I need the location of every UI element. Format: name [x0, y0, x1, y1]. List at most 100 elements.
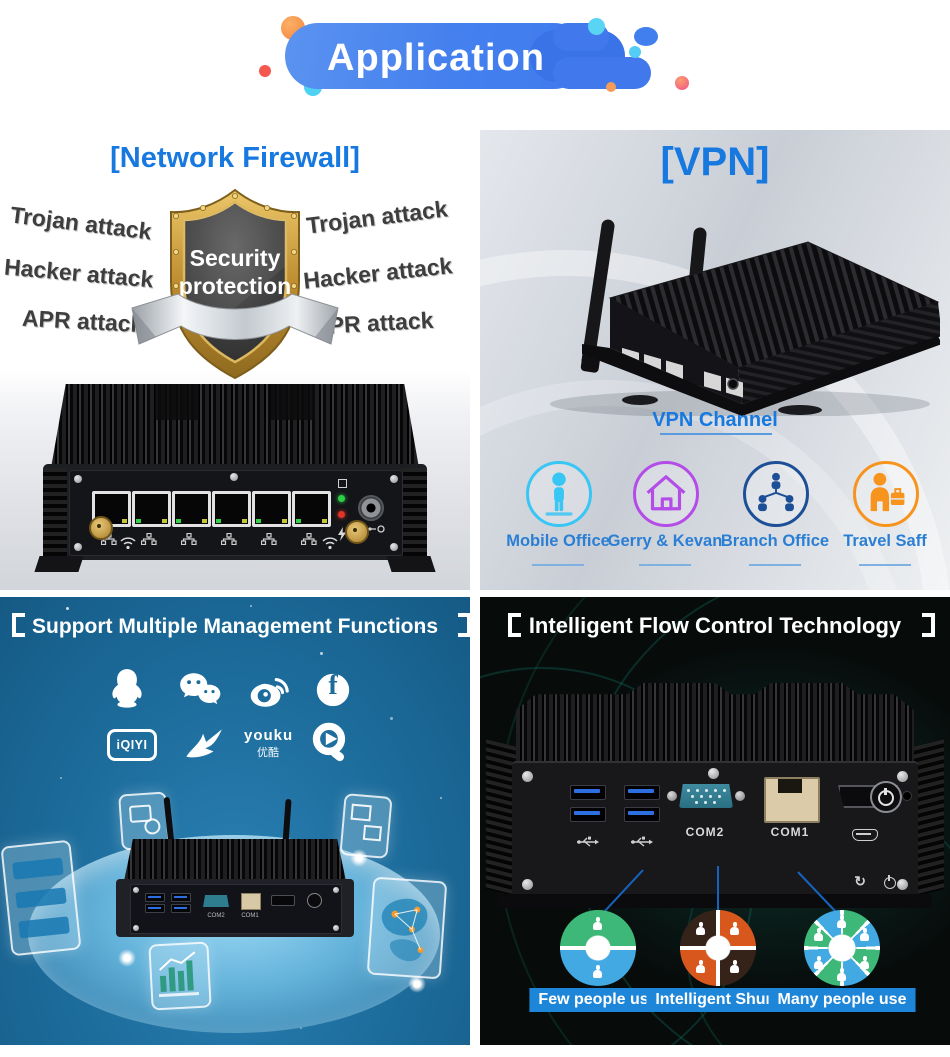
qq-icon [103, 666, 151, 714]
quadrant-network-firewall: [Network Firewall] Trojan attack Hacker … [0, 130, 470, 590]
ethernet-port [764, 777, 820, 823]
quadrant-vpn: [VPN] [480, 130, 950, 590]
antenna-connector [89, 516, 113, 540]
hdd-led-icon [338, 479, 347, 488]
power-button [307, 893, 322, 908]
hdmi-icon [852, 829, 878, 841]
lan-icon [261, 533, 277, 545]
deco-dot [634, 27, 658, 46]
tencent-video-icon [306, 717, 354, 765]
quadrant-flow-control: Intelligent Flow Control Technology [480, 597, 950, 1045]
power-button [870, 781, 902, 813]
usb-port [624, 807, 660, 822]
banner-blob-arm [553, 57, 651, 89]
lan-port [132, 491, 171, 527]
mounting-base [582, 336, 940, 416]
security-shield-graphic: Security protection [131, 188, 339, 380]
glow-point [118, 949, 136, 967]
heatsink-fins [124, 839, 346, 881]
glow-point [408, 975, 426, 993]
wifi-antenna [163, 796, 175, 846]
com1-label: COM1 [241, 913, 259, 919]
com2-label: COM2 [685, 825, 725, 839]
scenario-label: Mobile Office [506, 532, 610, 550]
weibo-icon [246, 666, 294, 714]
bracket-left-icon [7, 613, 25, 637]
dc-jack [358, 495, 384, 521]
pie-label: Many people use [768, 988, 916, 1012]
usb-port [624, 785, 660, 800]
shield-text-line2: protection [179, 273, 291, 299]
pie-label: Intelligent Shunt [646, 988, 790, 1012]
vpn-channel-underline [660, 433, 772, 435]
pie-label: Few people use [529, 988, 667, 1012]
world-map-panel [366, 876, 448, 980]
mini-pc-photo: COM2 COM1 [112, 796, 358, 947]
status-led [338, 511, 345, 518]
lan-port [292, 491, 331, 527]
firewall-appliance-photo [33, 378, 437, 578]
flow-title-text: Intelligent Flow Control Technology [528, 613, 902, 638]
lan-port [252, 491, 291, 527]
heatsink-channel [271, 384, 315, 420]
usb-port [171, 893, 191, 902]
iqiyi-icon: iQIYI [106, 719, 157, 767]
refresh-icon: ↻ [854, 873, 866, 889]
deco-dot [606, 82, 616, 92]
mobile-person-icon [545, 472, 573, 516]
youku-text: youku [244, 727, 294, 744]
scenario-underline [532, 564, 584, 566]
side-fins [403, 468, 427, 556]
lan-port [172, 491, 211, 527]
flow-title: Intelligent Flow Control Technology [480, 613, 950, 639]
shield-text-line1: Security [190, 245, 281, 271]
scenario-underline [859, 564, 911, 566]
intelligent-shunt-pie [680, 910, 756, 986]
application-banner: Application [0, 0, 950, 130]
deco-dot [588, 18, 605, 35]
antenna-connector [345, 520, 369, 544]
scenario-label: Travel Saff [843, 532, 927, 550]
few-people-pie [560, 910, 636, 986]
bracket-right-icon [917, 613, 935, 637]
front-panel [69, 470, 403, 556]
quadrant-management: Support Multiple Management Functions [0, 597, 470, 1045]
usb-port [145, 893, 165, 902]
youku-text-cn: 优酷 [257, 747, 279, 759]
com1-label: COM1 [770, 825, 810, 839]
vga-port [667, 781, 745, 813]
reset-hole [902, 791, 912, 801]
power-icon [884, 875, 896, 889]
scenario-underline [639, 564, 691, 566]
usb-icon [577, 836, 599, 847]
gerry-kevan-circle [633, 461, 699, 527]
io-panel-photo: COM2 COM1 ↻ [480, 681, 950, 913]
org-chart-icon [758, 472, 794, 512]
hdmi-port [271, 895, 295, 906]
front-panel: COM2 COM1 ↻ [512, 761, 918, 898]
usb-port [145, 904, 165, 913]
vpn-title: [VPN] [660, 140, 770, 184]
vga-port [203, 895, 229, 907]
wifi-antenna [282, 798, 292, 846]
mounting-bracket [34, 556, 84, 572]
banner-title: Application [327, 37, 545, 79]
com2-label: COM2 [207, 913, 225, 919]
heatsink-fins [51, 384, 419, 468]
deco-dot [259, 65, 271, 77]
lan-icon [221, 533, 237, 545]
lan-icon [301, 533, 317, 545]
heatsink-channel [155, 384, 199, 420]
mobile-office-circle [526, 461, 592, 527]
usb-port [570, 807, 606, 822]
bracket-left-icon [504, 613, 522, 637]
management-title-text: Support Multiple Management Functions [32, 615, 438, 638]
usb-port [171, 904, 191, 913]
connector-lines [603, 866, 837, 913]
wifi-antenna [581, 219, 615, 368]
vpn-appliance-photo [550, 219, 940, 416]
iqiyi-text: iQIYI [107, 729, 157, 761]
lan-icon [141, 533, 157, 545]
bracket-right-icon [454, 613, 470, 637]
